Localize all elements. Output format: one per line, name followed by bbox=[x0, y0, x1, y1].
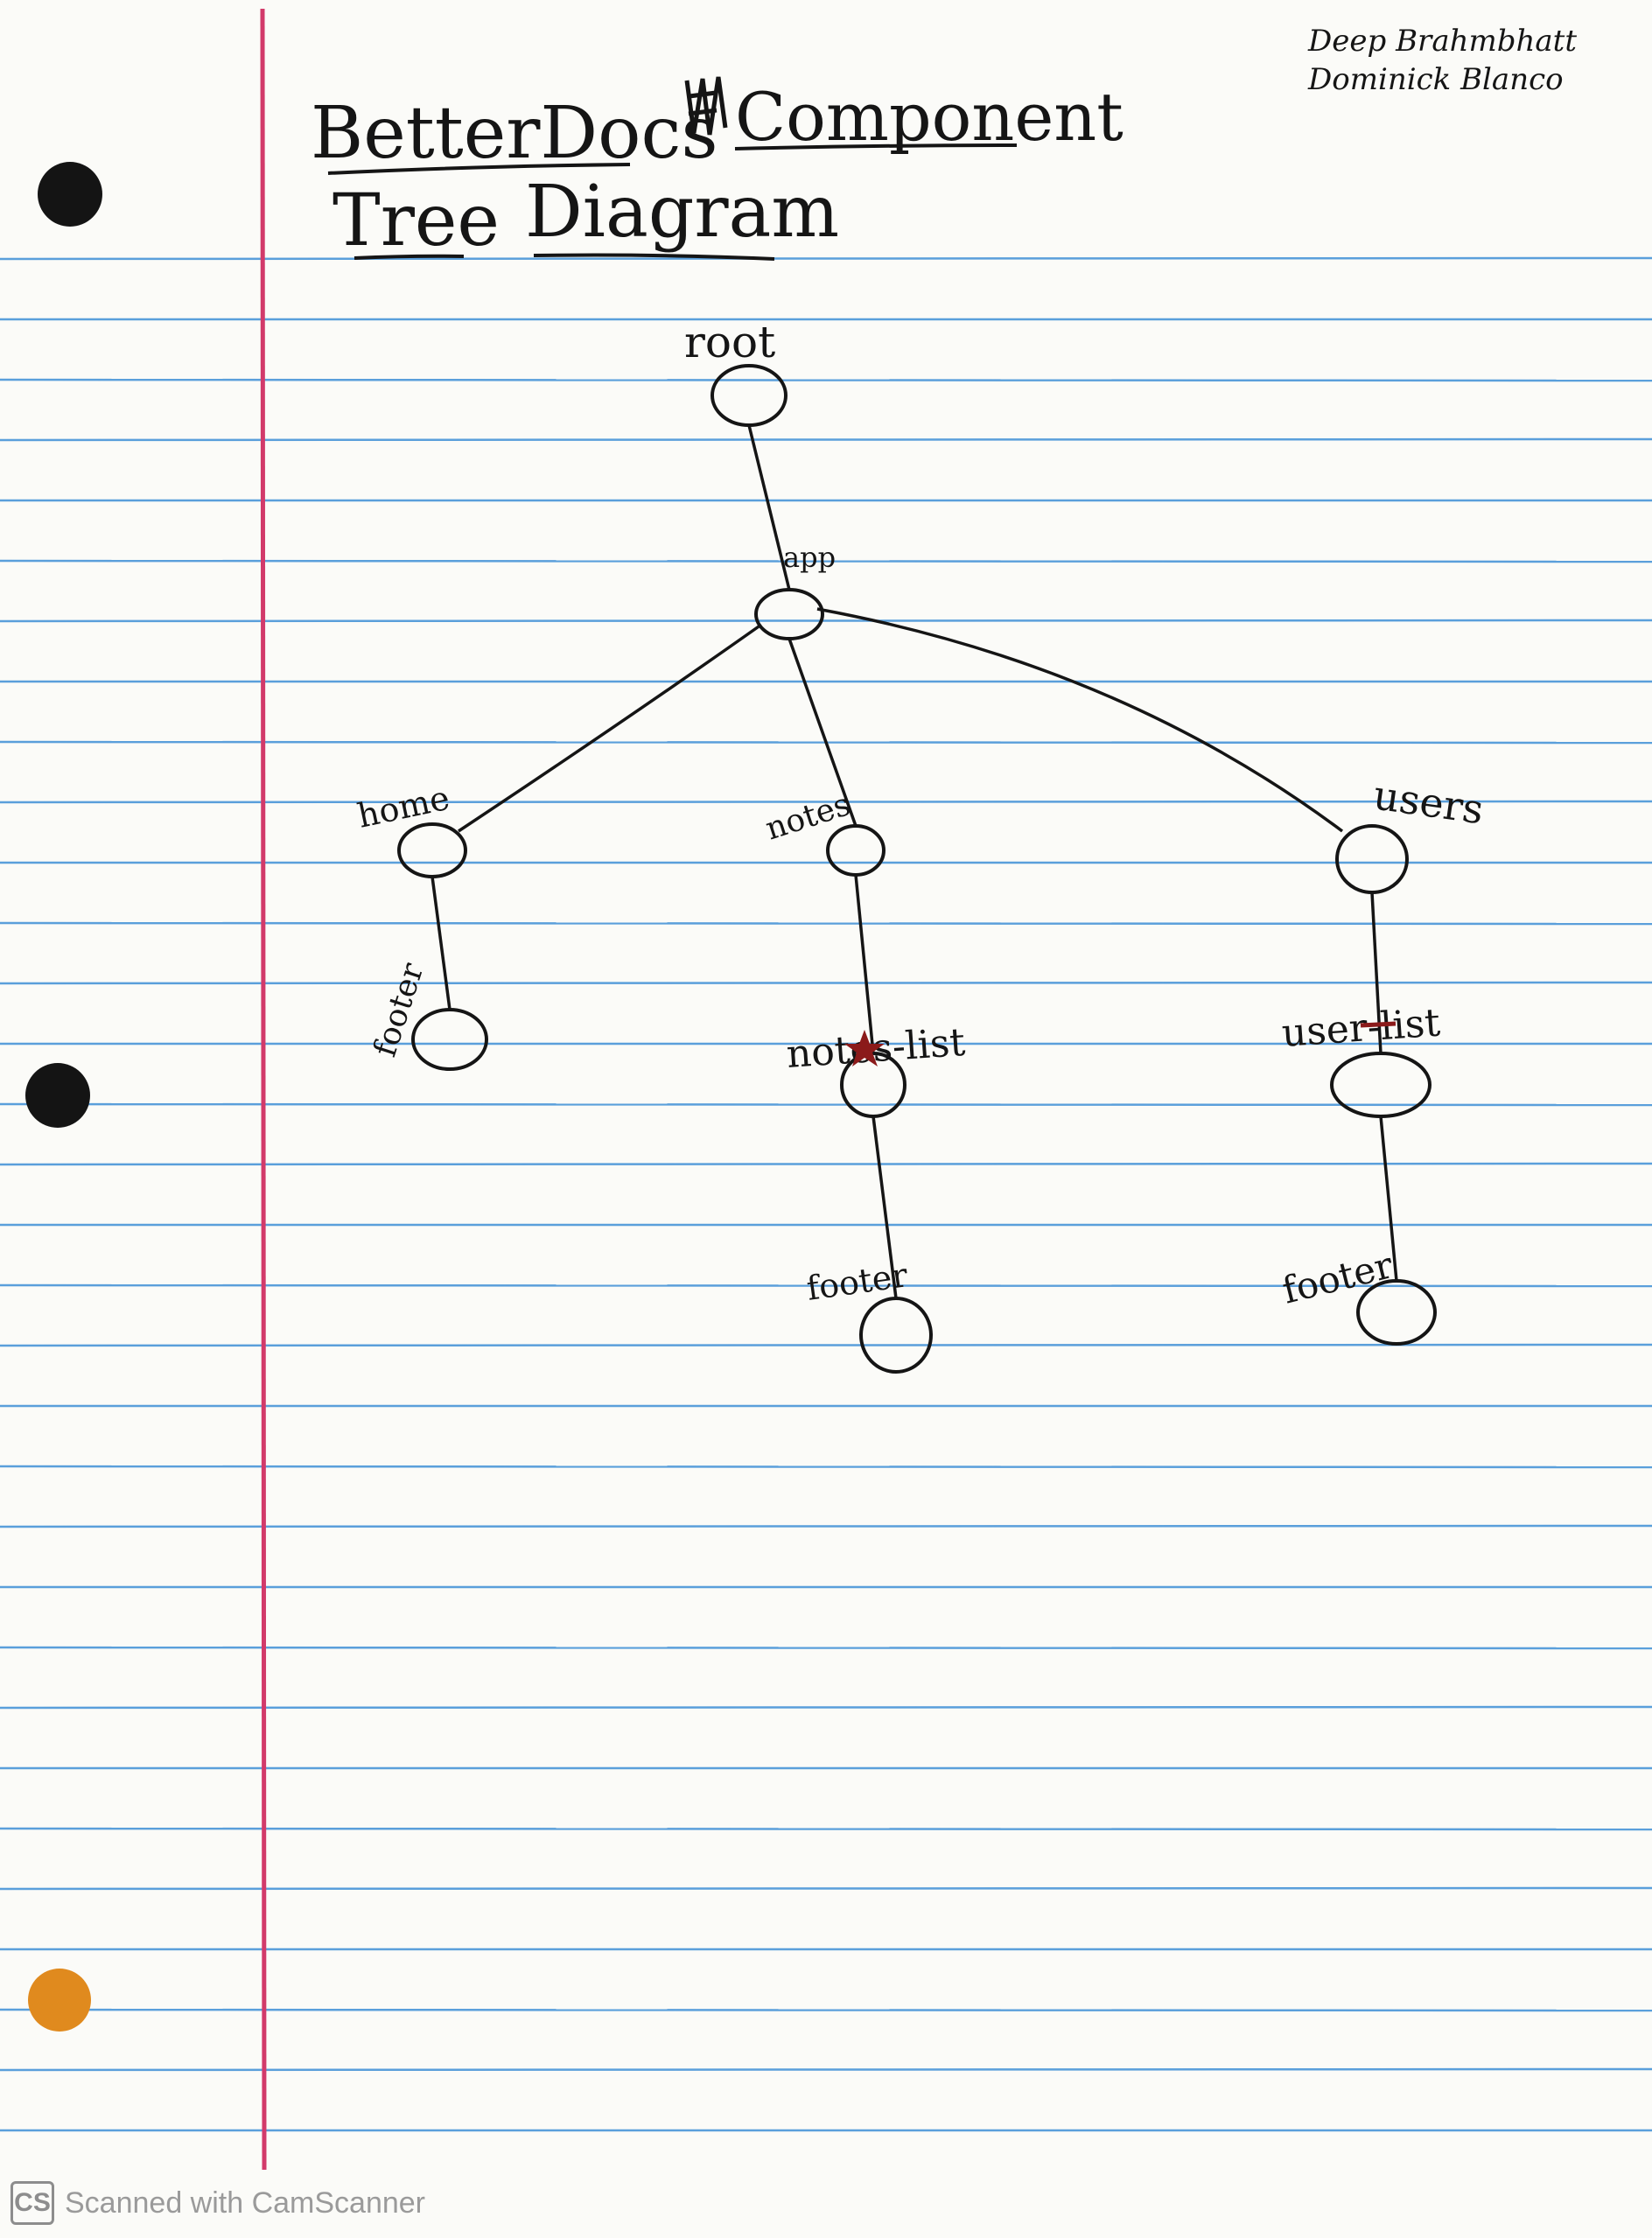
rule-line bbox=[0, 1465, 1652, 1469]
node-notes-footer bbox=[859, 1297, 933, 1374]
node-users-footer bbox=[1356, 1279, 1437, 1346]
edge-user-list-to-users-footer bbox=[1379, 1116, 1398, 1282]
rule-line bbox=[0, 256, 1652, 261]
rule-line bbox=[0, 1646, 1652, 1650]
author-1: Deep Brahmbhatt bbox=[1307, 24, 1577, 59]
title-betterdocs: BetterDocs bbox=[311, 92, 718, 175]
rule-line bbox=[0, 559, 1652, 563]
edge-notes-to-notes-list bbox=[854, 874, 875, 1054]
rule-line bbox=[0, 1705, 1652, 1710]
rule-line bbox=[0, 2067, 1652, 2072]
camscanner-logo-icon: CS bbox=[10, 2181, 54, 2225]
edge-app-to-users bbox=[816, 607, 1344, 833]
title-underline-2 bbox=[734, 143, 1018, 150]
node-label-home-footer: footer bbox=[368, 958, 431, 1061]
node-users bbox=[1335, 824, 1409, 894]
rule-line bbox=[0, 1524, 1652, 1528]
title-underline-3 bbox=[354, 254, 465, 260]
rule-line bbox=[0, 1102, 1652, 1107]
rule-line bbox=[0, 378, 1652, 382]
edge-app-to-notes bbox=[788, 638, 858, 827]
node-root bbox=[710, 364, 788, 427]
node-label-users: users bbox=[1370, 771, 1486, 833]
edge-app-to-home bbox=[458, 623, 763, 833]
node-label-root: root bbox=[684, 317, 775, 367]
red-dash-mark bbox=[1360, 1021, 1396, 1028]
title-diagram: Diagram bbox=[525, 171, 839, 254]
rule-line bbox=[0, 1886, 1652, 1891]
ruled-lines bbox=[0, 256, 1652, 2132]
node-user-list bbox=[1330, 1052, 1432, 1118]
camscanner-watermark: CS Scanned with CamScanner bbox=[10, 2179, 425, 2228]
red-star-mark bbox=[844, 1030, 885, 1067]
tree-nodes: rootapphomenotesusersfooternotes-listfoo… bbox=[354, 317, 1487, 1374]
node-home-footer bbox=[411, 1008, 488, 1071]
tree-edges bbox=[430, 424, 1398, 1299]
rule-line bbox=[0, 1343, 1652, 1347]
camscanner-text: Scanned with CamScanner bbox=[65, 2186, 426, 2220]
node-label-notes: notes bbox=[761, 787, 855, 848]
title-tree: Tree bbox=[332, 179, 500, 262]
title-component: Component bbox=[735, 78, 1124, 156]
binder-hole-bottom bbox=[28, 1969, 91, 2032]
edge-notes-list-to-notes-footer bbox=[872, 1116, 898, 1299]
scribble-strikeout bbox=[684, 76, 728, 136]
margin-line bbox=[260, 8, 267, 2171]
edge-root-to-app bbox=[747, 424, 791, 591]
edge-home-to-home-footer bbox=[430, 876, 452, 1011]
rule-line bbox=[0, 619, 1652, 623]
binder-hole-top bbox=[38, 162, 102, 227]
title-underline-1 bbox=[327, 163, 631, 175]
node-label-app: app bbox=[783, 541, 836, 574]
node-label-users-footer: footer bbox=[1278, 1243, 1398, 1312]
binder-hole-middle bbox=[25, 1063, 90, 1128]
node-label-user-list: user-list bbox=[1280, 1000, 1442, 1056]
node-label-home: home bbox=[354, 779, 453, 836]
rule-line bbox=[0, 437, 1652, 442]
author-2: Dominick Blanco bbox=[1307, 62, 1564, 97]
node-app bbox=[754, 588, 824, 640]
rule-line bbox=[0, 2008, 1652, 2012]
node-notes-list bbox=[840, 1052, 906, 1118]
rule-line bbox=[0, 800, 1652, 804]
rule-line bbox=[0, 921, 1652, 926]
node-notes bbox=[826, 824, 886, 877]
title-underline-4 bbox=[533, 253, 775, 261]
node-home bbox=[397, 822, 467, 878]
